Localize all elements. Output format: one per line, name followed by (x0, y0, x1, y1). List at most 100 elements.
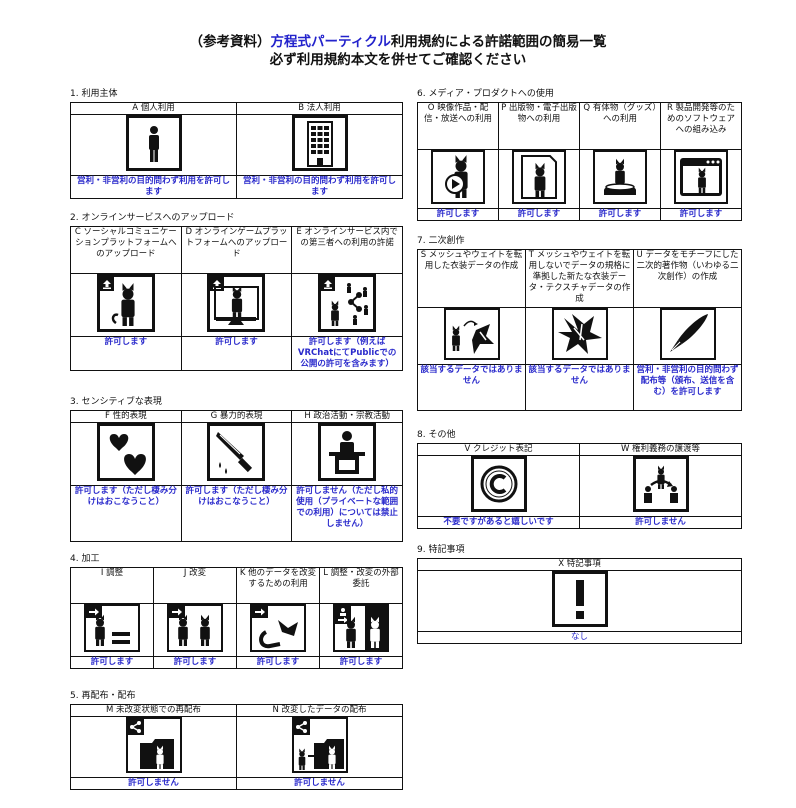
item-icon-cell (579, 455, 742, 517)
item-icon-cell (70, 603, 154, 657)
section-label: 5. 再配布・配布 (70, 691, 136, 701)
item-icon-cell (70, 716, 237, 778)
item-status: 許可します（ただし棲み分けはおこなうこと） (180, 485, 293, 542)
item-status: 許可します (70, 656, 154, 669)
item-icon-cell (236, 114, 403, 176)
item-status: 許可します (417, 208, 499, 221)
goods-icon (593, 150, 647, 204)
item-header: E オンラインサービス内での第三者への利用の許諾 (291, 226, 403, 274)
item-status: 営利・非営利の目的問わず利用を許可します (70, 175, 237, 199)
upload-share-icon (318, 274, 377, 332)
item-header: K 他のデータを改変するための利用 (236, 567, 320, 604)
item-status: 該当するデータではありません (525, 364, 634, 411)
adjust-icon (84, 604, 140, 652)
item-status: 許可します (660, 208, 742, 221)
item-icon-cell (417, 307, 526, 365)
item-status: 許可しません (579, 516, 742, 529)
item-icon-cell (319, 603, 403, 657)
building-icon (291, 115, 348, 171)
section-label: 4. 加工 (70, 554, 100, 564)
hearts-icon (96, 423, 155, 481)
item-header: I 調整 (70, 567, 154, 604)
podium-icon (318, 423, 377, 481)
item-icon-cell (417, 455, 580, 517)
item-header: N 改変したデータの配布 (236, 704, 403, 717)
item-status: 許可しません（ただし私的使用（プライベートな範囲での利用）については禁止しません… (291, 485, 403, 542)
item-status: 許可します (153, 656, 237, 669)
title-prefix: （参考資料） (189, 34, 271, 50)
section-sensitive-expression: 3. センシティブな表現 F 性的表現 G 暴力的表現 H 政治活動・宗教活動 (70, 396, 403, 542)
person-icon (125, 115, 182, 171)
page-subtitle: 必ず利用規約本文を併せてご確認ください (269, 52, 527, 68)
item-status: 許可します (319, 656, 403, 669)
software-icon (674, 150, 728, 204)
item-header: M 未改変状態での再配布 (70, 704, 237, 717)
section-media-products: 6. メディア・プロダクトへの使用 O 映像作品・配信・放送への利用 P 出版物… (417, 88, 742, 221)
item-icon-cell (291, 422, 403, 486)
item-header: P 出版物・電子出版物への利用 (498, 102, 580, 150)
item-header: A 個人利用 (70, 102, 237, 115)
item-header: Q 有体物（グッズ）への利用 (579, 102, 661, 150)
exclamation-icon (551, 571, 608, 627)
item-icon-cell (236, 603, 320, 657)
item-status: 許可します（例えばVRChatにてPublicでの公開の許可を含みます） (291, 336, 403, 371)
title-suffix: 利用規約による許諾範囲の簡易一覧 (390, 34, 607, 50)
item-status: 許可します (236, 656, 320, 669)
item-header: H 政治活動・宗教活動 (291, 410, 403, 423)
item-status: 許可します (498, 208, 580, 221)
item-status: 許可します (579, 208, 661, 221)
item-header: F 性的表現 (70, 410, 182, 423)
section-label: 9. 特記事項 (417, 545, 465, 555)
item-status: 許可しません (70, 777, 237, 790)
item-header: U データをモチーフにした二次的著作物（いわゆる二次創作）の作成 (633, 249, 742, 308)
item-status: なし (417, 631, 742, 644)
item-header: X 特記事項 (417, 558, 742, 571)
section-label: 7. 二次創作 (417, 236, 465, 246)
item-status: 不要ですがあると嬉しいです (417, 516, 580, 529)
video-icon (431, 150, 485, 204)
modify-icon (167, 604, 223, 652)
pen-icon (659, 308, 716, 360)
item-icon-cell (579, 149, 661, 209)
item-header: C ソーシャルコミュニケーションプラットフォームへのアップロード (70, 226, 182, 274)
distribute-modified-icon (291, 717, 348, 773)
section-label: 1. 利用主体 (70, 89, 118, 99)
item-status: 許可します (180, 336, 293, 371)
item-status: 営利・非営利の目的問わず利用を許可します (236, 175, 403, 199)
item-icon-cell (417, 149, 499, 209)
section-derivative-works: 7. 二次創作 S メッシュやウェイトを転用した衣装データの作成 T メッシュや… (417, 235, 742, 411)
item-icon-cell (70, 114, 237, 176)
redistribute-icon (125, 717, 182, 773)
item-icon-cell (153, 603, 237, 657)
knife-icon (207, 423, 266, 481)
use-for-other-icon (250, 604, 306, 652)
copyright-icon (470, 456, 527, 512)
item-header: O 映像作品・配信・放送への利用 (417, 102, 499, 150)
section-usage-subject: 1. 利用主体 A 個人利用 B 法人利用 営利・非営利の目的問わず利用を許可し… (70, 88, 403, 199)
costume-reuse-icon (443, 308, 500, 360)
page-title: （参考資料）方程式パーティクル利用規約による許諾範囲の簡易一覧 (0, 30, 796, 50)
item-header: T メッシュやウェイトを転用しないでデータの規格に準拠した新たな衣装データ・テク… (525, 249, 634, 308)
item-icon-cell (660, 149, 742, 209)
section-online-upload: 2. オンラインサービスへのアップロード C ソーシャルコミュニケーションプラッ… (70, 212, 403, 371)
item-header: R 製品開発等のためのソフトウェアへの組み込み (660, 102, 742, 150)
item-header: G 暴力的表現 (180, 410, 293, 423)
item-icon-cell (633, 307, 742, 365)
item-icon-cell (236, 716, 403, 778)
item-header: S メッシュやウェイトを転用した衣装データの作成 (417, 249, 526, 308)
section-redistribution: 5. 再配布・配布 M 未改変状態での再配布 N 改変したデータの配布 許可しま… (70, 690, 403, 790)
item-status: 営利・非営利の目的問わず配布等（頒布、送信を含む）を許可します (633, 364, 742, 411)
item-header: V クレジット表記 (417, 443, 580, 456)
outsource-icon (333, 604, 389, 652)
item-icon-cell (70, 422, 182, 486)
item-icon-cell (525, 307, 634, 365)
upload-game-icon (207, 274, 266, 332)
section-label: 6. メディア・プロダクトへの使用 (417, 89, 554, 99)
section-other: 8. その他 V クレジット表記 W 権利義務の譲渡等 不要ですがあると嬉しいで… (417, 429, 742, 529)
section-special-notes: 9. 特記事項 X 特記事項 なし (417, 544, 742, 644)
item-status: 許可します (70, 336, 182, 371)
item-status: 該当するデータではありません (417, 364, 526, 411)
item-icon-cell (291, 273, 403, 337)
item-header: L 調整・改変の外部委託 (319, 567, 403, 604)
item-status: 許可します（ただし棲み分けはおこなうこと） (70, 485, 182, 542)
